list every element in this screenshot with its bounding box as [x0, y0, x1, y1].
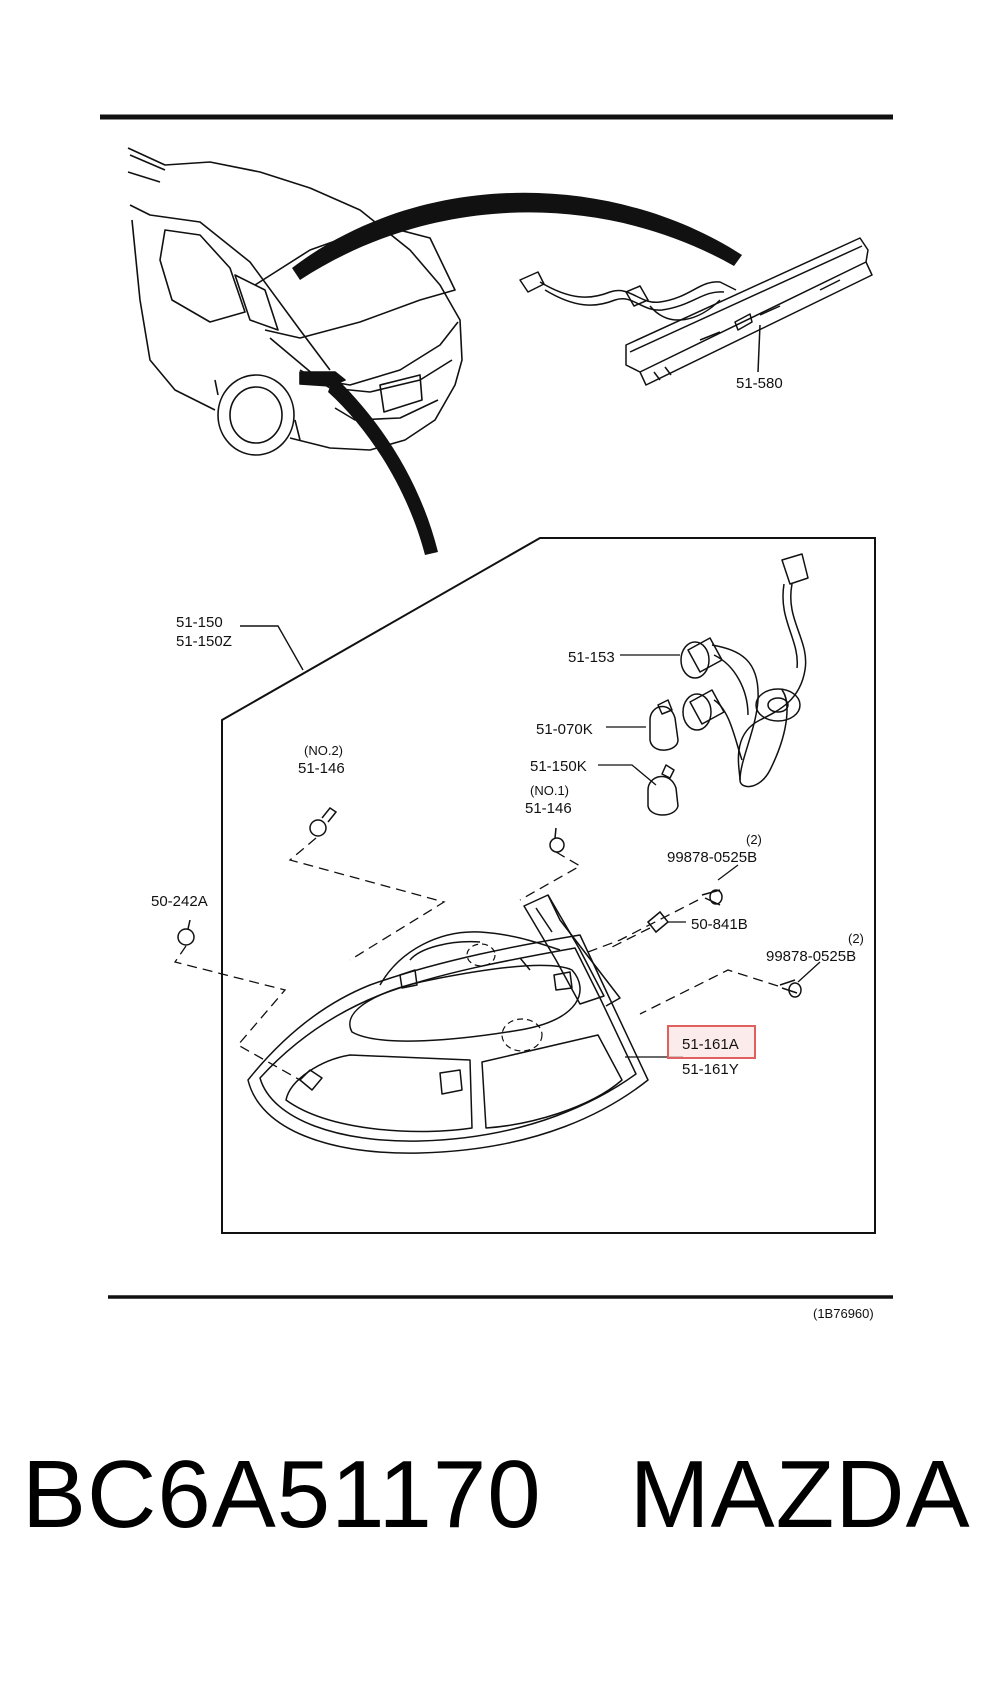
leader-51-150k	[598, 764, 657, 786]
pointer-arrow-upper	[292, 192, 742, 280]
pointer-arrow-lower	[328, 376, 438, 555]
part-caption: BC6A51170 MAZDA	[22, 1440, 972, 1550]
tail-lamp-illustration	[247, 894, 649, 1154]
socket-harness-illustration	[647, 553, 809, 816]
label-51-146-no2: 51-146	[298, 760, 345, 777]
exploded-view-frame	[221, 537, 876, 1234]
label-51-580: 51-580	[736, 375, 783, 392]
label-no1: (NO.1)	[530, 783, 569, 798]
leader-51-150	[240, 625, 304, 671]
label-qty-lower: (2)	[848, 931, 864, 946]
label-50-841b: 50-841B	[691, 916, 748, 933]
label-51-150k: 51-150K	[530, 758, 587, 775]
figure-code: (1B76960)	[813, 1306, 874, 1321]
fasteners-illustration	[177, 806, 802, 998]
label-50-242a: 50-242A	[151, 893, 208, 910]
label-51-150z: 51-150Z	[176, 633, 232, 650]
high-mount-lamp-illustration	[519, 237, 873, 386]
label-no2: (NO.2)	[304, 743, 343, 758]
label-99878-lower: 99878-0525B	[766, 948, 856, 965]
label-51-150: 51-150	[176, 614, 223, 631]
label-51-070k: 51-070K	[536, 721, 593, 738]
label-51-146-no1: 51-146	[525, 800, 572, 817]
car-rear-illustration	[127, 147, 463, 456]
label-51-161a: 51-161A	[682, 1036, 739, 1053]
tail-lamp-dashed-hole	[501, 1018, 543, 1052]
leader-99878-lower	[797, 961, 821, 983]
label-qty-upper: (2)	[746, 832, 762, 847]
assembly-dashed-lines	[173, 837, 779, 1081]
part-number: BC6A51170	[22, 1441, 542, 1548]
label-51-153: 51-153	[568, 649, 615, 666]
highlight-box-51-161a[interactable]	[667, 1025, 756, 1059]
label-99878-upper: 99878-0525B	[667, 849, 757, 866]
tail-lamp-dashed-hole-upper	[466, 943, 496, 967]
label-51-161y: 51-161Y	[682, 1061, 739, 1078]
brand-name: MAZDA	[629, 1441, 971, 1548]
leader-99878-upper	[717, 864, 739, 881]
